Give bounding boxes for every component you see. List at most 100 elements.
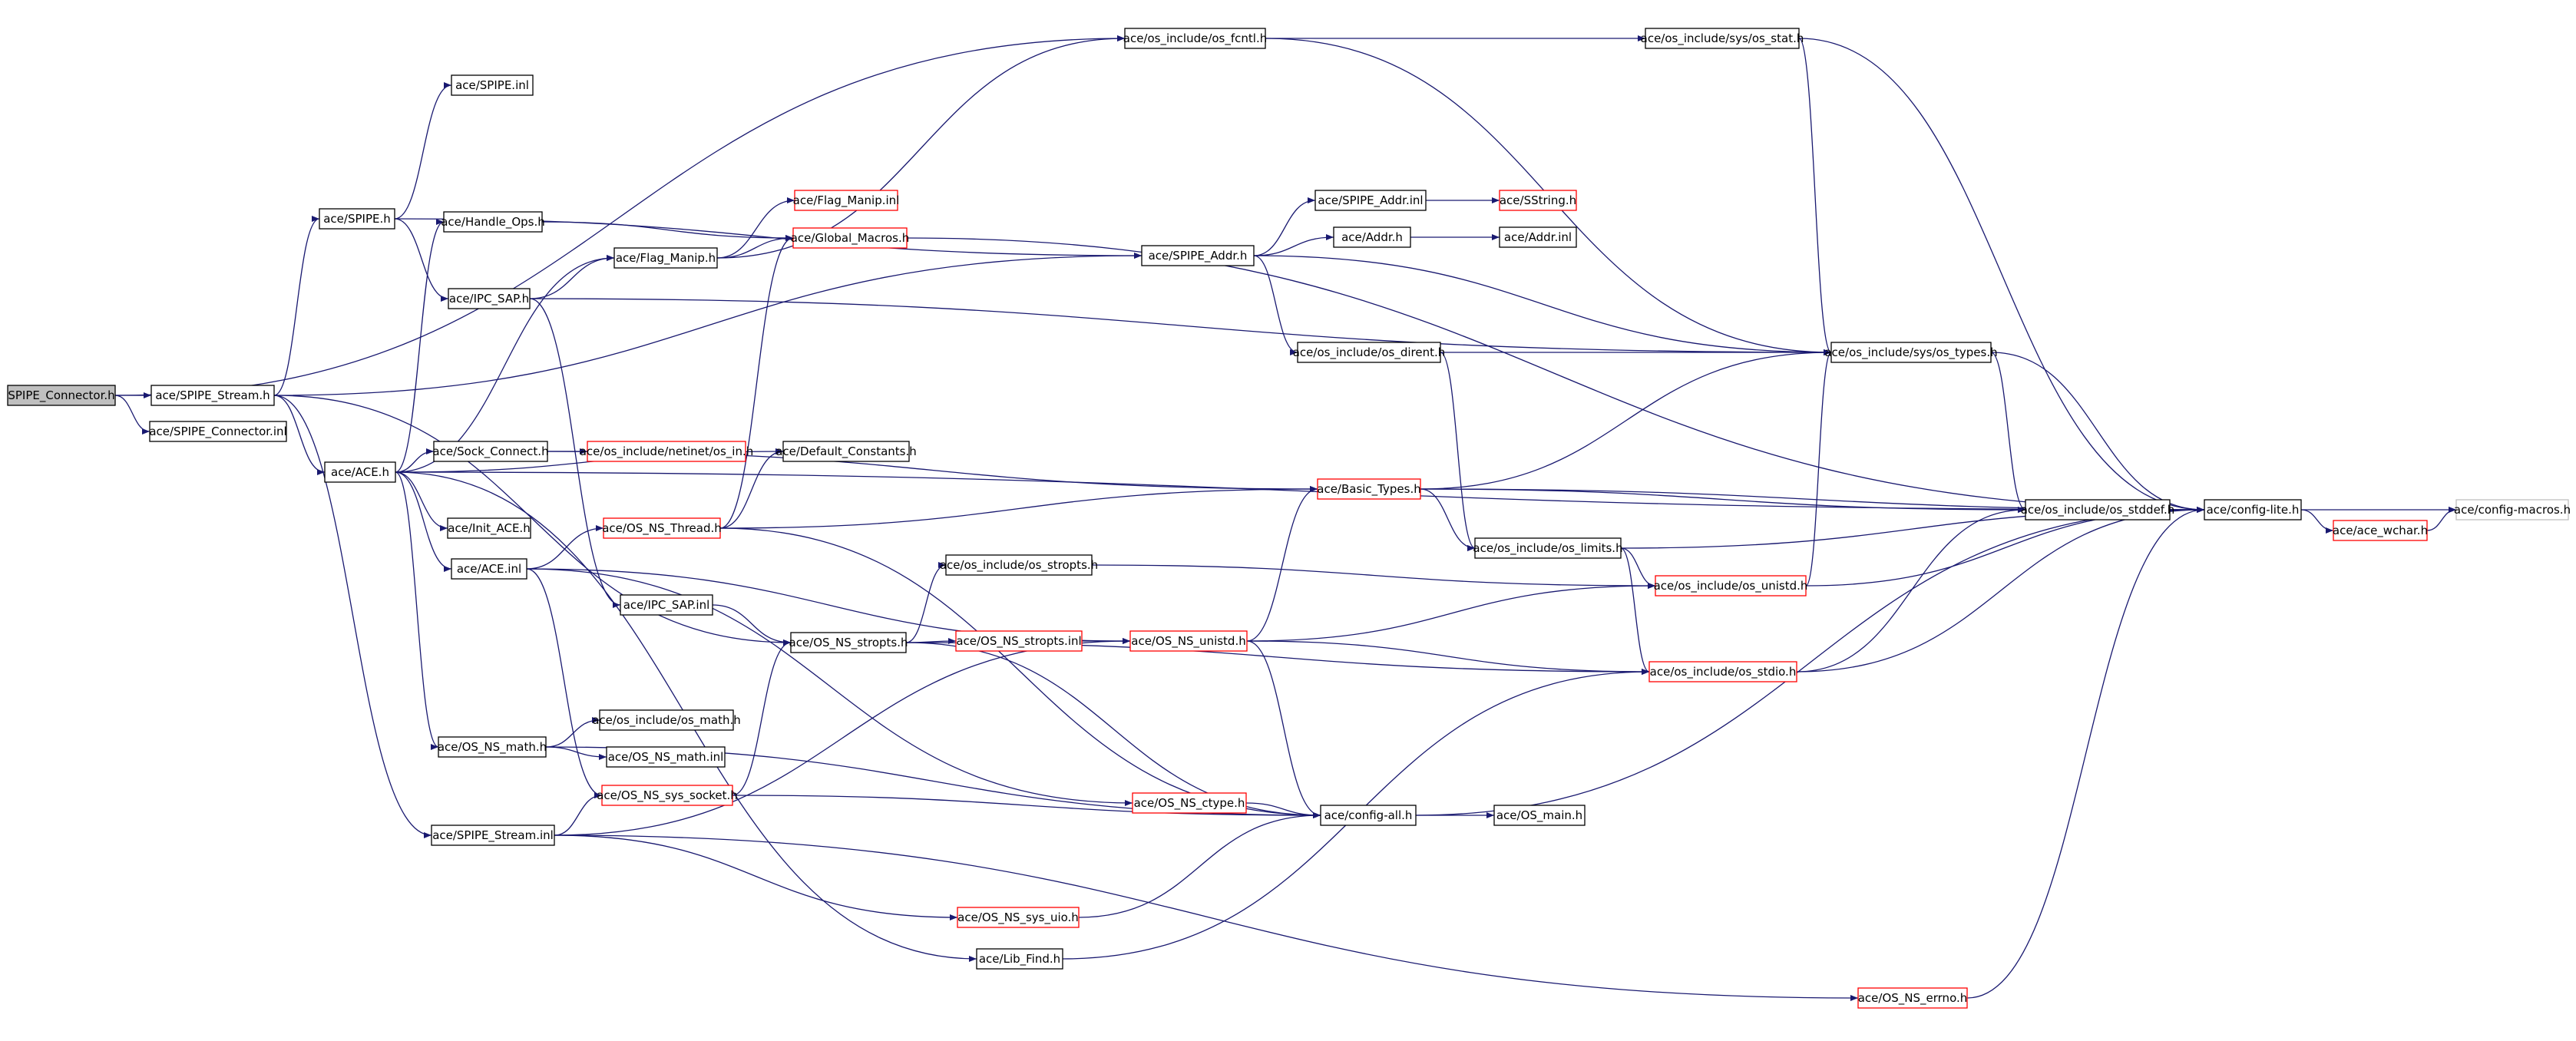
node-os-main-h[interactable]: ace/OS_main.h [1493,805,1586,826]
node-os-stddef-h[interactable]: ace/os_include/os_stddef.h [2021,499,2175,520]
node-label: ace/SString.h [1500,193,1576,207]
edge-global_macros_h-to-config_lite_h [906,237,2205,513]
node-ace-inl[interactable]: ace/ACE.inl [451,558,527,580]
node-spipe-h[interactable]: ace/SPIPE.h [319,208,395,230]
node-ipc-sap-h[interactable]: ace/IPC_SAP.h [448,288,531,309]
edge-os_ns_unistd_h-to-os_unistd_h [1246,583,1656,642]
edge-spipe_addr_h-to-os_dirent_h [1253,255,1298,355]
node-init-ace-h[interactable]: ace/Init_ACE.h [447,517,531,539]
node-box [1320,805,1417,826]
node-os-limits-h[interactable]: ace/os_include/os_limits.h [1473,537,1623,559]
node-box [2204,499,2302,520]
node-box [1314,190,1427,211]
node-global-macros-h[interactable]: ace/Global_Macros.h [791,227,910,249]
node-config-macros-h[interactable]: ace/config-macros.h [2454,499,2571,520]
node-os-ns-math-inl[interactable]: ace/OS_NS_math.inl [606,746,726,768]
node-label: ace/OS_NS_Thread.h [602,521,722,536]
node-ace-wchar-h[interactable]: ace/ace_wchar.h [2333,520,2428,541]
node-label: ace/os_include/os_fcntl.h [1123,31,1267,46]
node-ipc-sap-inl[interactable]: ace/IPC_SAP.inl [620,594,713,616]
node-os-stropts-h[interactable]: ace/os_include/os_stropts.h [940,554,1098,576]
node-spipe-stream-h[interactable]: ace/SPIPE_Stream.h [150,385,275,406]
node-os-fcntl-h[interactable]: ace/os_include/os_fcntl.h [1123,28,1267,49]
node-label: ace/config-lite.h [2207,503,2300,517]
node-lib-find-h[interactable]: ace/Lib_Find.h [976,948,1063,970]
node-spipe-connector-inl[interactable]: ace/SPIPE_Connector.inl [149,421,287,442]
edge-spipe_addr_h-to-addr_h [1253,234,1334,256]
node-config-lite-h[interactable]: ace/config-lite.h [2204,499,2302,520]
node-ace-h[interactable]: ace/ACE.h [324,461,396,483]
node-box [790,632,907,653]
edge-ace_inl-to-os_ns_unistd_h [526,568,1131,644]
node-os-dirent-h[interactable]: ace/os_include/os_dirent.h [1293,342,1446,363]
node-flag-manip-h[interactable]: ace/Flag_Manip.h [613,247,718,269]
node-default-constants-h[interactable]: ace/Default_Constants.h [775,441,917,462]
edge-os_ns_stropts_h-to-config_all_h [905,642,1321,818]
node-label: ace/OS_NS_ctype.h [1134,796,1245,811]
edge-os_ns_unistd_h-to-config_all_h [1246,640,1321,818]
node-spipe-inl[interactable]: ace/SPIPE.inl [451,74,534,96]
node-config-all-h[interactable]: ace/config-all.h [1320,805,1417,826]
node-box [438,736,547,758]
node-label: ace/os_include/sys/os_stat.h [1641,31,1804,46]
node-label: ace/ACE.inl [457,562,521,576]
node-os-stat-h[interactable]: ace/os_include/sys/os_stat.h [1641,28,1804,49]
node-box [448,288,531,309]
node-os-unistd-h[interactable]: ace/os_include/os_unistd.h [1654,575,1808,597]
edge-os_limits_h-to-os_stdio_h [1620,547,1650,675]
node-sstring-h[interactable]: ace/SString.h [1499,190,1577,211]
edge-ace_h-to-os_ns_math_h [395,471,439,750]
node-os-ns-stropts-inl[interactable]: ace/OS_NS_stropts.inl [955,630,1083,652]
node-root[interactable]: SPIPE_Connector.h [7,385,116,406]
edge-basic_types_h-to-os_types_h [1420,349,1832,490]
node-box [7,385,116,406]
node-box [1499,190,1577,211]
node-label: ace/SPIPE.h [323,212,391,226]
edge-os_ns_math_h-to-os_math_h [545,717,600,748]
edge-spipe_stream_h-to-ace_h [273,395,326,475]
node-os-stdio-h[interactable]: ace/os_include/os_stdio.h [1648,661,1797,682]
edge-root-to-spipe_connector_inl [114,395,150,435]
node-os-ns-sys-uio-h[interactable]: ace/OS_NS_sys_uio.h [957,907,1080,928]
node-addr-inl[interactable]: ace/Addr.inl [1499,226,1577,248]
node-flag-manip-inl[interactable]: ace/Flag_Manip.inl [793,190,900,211]
node-os-ns-errno-h[interactable]: ace/OS_NS_errno.h [1857,987,1968,1009]
edge-spipe_stream_h-to-spipe_stream_inl [273,395,432,838]
node-label: ace/SPIPE_Addr.h [1149,249,1248,263]
edge-ipc_sap_inl-to-os_ns_stropts_h [712,604,792,646]
edge-os_ns_sys_uio_h-to-config_all_h [1078,812,1321,918]
node-box [1141,245,1255,266]
node-label: ace/Global_Macros.h [791,231,910,246]
node-os-ns-ctype-h[interactable]: ace/OS_NS_ctype.h [1132,792,1247,814]
node-box [794,190,898,211]
node-spipe-addr-h[interactable]: ace/SPIPE_Addr.h [1141,245,1255,266]
node-addr-h[interactable]: ace/Addr.h [1333,226,1411,248]
node-box [606,746,726,768]
node-os-ns-thread-h[interactable]: ace/OS_NS_Thread.h [602,517,722,539]
node-label: ace/OS_NS_sys_uio.h [957,910,1079,925]
node-basic-types-h[interactable]: ace/Basic_Types.h [1317,478,1421,500]
edge-os_stropts_h-to-os_unistd_h [1091,564,1656,589]
node-box [451,558,527,580]
node-os-math-h[interactable]: ace/os_include/os_math.h [592,709,741,731]
node-os-types-h[interactable]: ace/os_include/sys/os_types.h [1824,342,1998,363]
node-os-ns-sys-socket-h[interactable]: ace/OS_NS_sys_socket.h [597,785,738,806]
edge-os_unistd_h-to-os_types_h [1805,349,1832,587]
edge-os_ns_stropts_h-to-os_stropts_h [905,562,947,643]
node-box [1129,630,1248,652]
node-spipe-stream-inl[interactable]: ace/SPIPE_Stream.inl [431,825,555,846]
edge-os_stdio_h-to-config_lite_h [1796,507,2205,673]
edge-root-to-os_fcntl_h [114,35,1126,396]
node-os-ns-math-h[interactable]: ace/OS_NS_math.h [438,736,547,758]
node-label: ace/Init_ACE.h [448,521,530,536]
node-spipe-addr-inl[interactable]: ace/SPIPE_Addr.inl [1314,190,1427,211]
node-os-ns-stropts-h[interactable]: ace/OS_NS_stropts.h [789,632,908,653]
node-label: ace/os_include/os_dirent.h [1293,345,1446,360]
node-os-ns-unistd-h[interactable]: ace/OS_NS_unistd.h [1129,630,1248,652]
node-os-in-h[interactable]: ace/os_include/netinet/os_in.h [580,441,754,462]
edge-ace_inl-to-os_ns_ctype_h [526,568,1133,806]
node-handle-ops-h[interactable]: ace/Handle_Ops.h [441,211,545,233]
node-box [1124,28,1266,49]
node-sock-connect-h[interactable]: ace/Sock_Connect.h [432,441,549,462]
